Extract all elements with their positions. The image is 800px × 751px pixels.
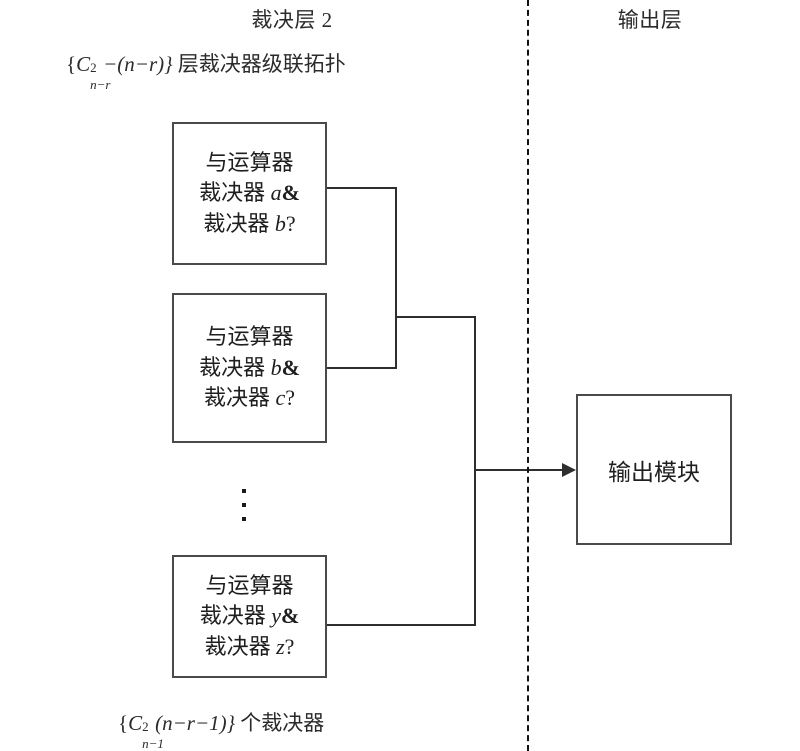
caption-formula: {C 2 n−1 (n−r−1)} 个裁决器 — [118, 707, 325, 751]
node-n-line-3-prefix: 裁决器 — [204, 633, 277, 659]
layer-divider — [527, 0, 529, 751]
caption-symbol: C — [128, 711, 143, 735]
node-n-line-2-suffix: & — [280, 603, 300, 629]
node-2-var-c: c — [275, 385, 286, 411]
node-2-line-2-suffix: & — [281, 354, 300, 380]
node-2-line-3-prefix: 裁决器 — [203, 385, 276, 411]
caption-suffix: 个裁决器 — [235, 711, 325, 735]
subtitle-symbol: C — [76, 52, 91, 76]
node-n-line-1: 与运算器 — [205, 572, 294, 598]
node-2-line-2: 裁决器 b& — [199, 353, 300, 383]
wire-bus-b-to-output — [474, 469, 564, 471]
bus-a-vertical — [395, 187, 397, 369]
subtitle-prefix: { — [66, 52, 77, 76]
subtitle-middle: −(n−r)} — [103, 52, 173, 76]
node-1-line-1: 与运算器 — [205, 149, 294, 175]
layer-title-output: 输出层 — [617, 8, 683, 32]
caption-prefix: { — [118, 711, 129, 735]
node-1-line-3-prefix: 裁决器 — [203, 210, 275, 236]
node-1-line-2: 裁决器 a& — [199, 178, 300, 208]
node-1-line-3-suffix: ? — [285, 210, 296, 236]
subtitle-subscript: n−r — [90, 76, 111, 92]
subtitle-formula: {C 2 n−r −(n−r)} 层裁决器级联拓扑 — [66, 48, 346, 92]
vertical-ellipsis-icon — [241, 489, 246, 521]
wire-noden-to-bus-b — [327, 624, 476, 626]
node-2-line-1: 与运算器 — [205, 324, 294, 350]
subtitle-suffix: 层裁决器级联拓扑 — [172, 52, 346, 76]
output-module-label: 输出模块 — [608, 459, 700, 485]
node-1-line-2-prefix: 裁决器 — [199, 180, 271, 206]
wire-bus-a-to-bus-b — [395, 316, 476, 318]
node-n-line-2: 裁决器 y& — [200, 601, 300, 631]
node-1-var-b: b — [274, 210, 286, 236]
node-1-line-2-suffix: & — [281, 180, 300, 206]
arbiter-node-2[interactable]: 与运算器 裁决器 b& 裁决器 c? — [172, 293, 327, 443]
wire-node1-to-bus-a — [327, 187, 397, 189]
node-n-line-2-prefix: 裁决器 — [199, 603, 272, 629]
arrow-head-icon — [562, 463, 576, 477]
node-1-line-3: 裁决器 b? — [203, 209, 295, 239]
node-2-line-3: 裁决器 c? — [204, 383, 295, 413]
bus-b-vertical — [474, 316, 476, 626]
node-1-var-a: a — [270, 180, 282, 206]
node-2-var-b: b — [270, 354, 282, 380]
node-n-line-3: 裁决器 z? — [205, 632, 295, 662]
arbiter-node-1[interactable]: 与运算器 裁决器 a& 裁决器 b? — [172, 122, 327, 265]
output-module-box[interactable]: 输出模块 — [576, 394, 732, 545]
node-2-line-3-suffix: ? — [285, 385, 296, 411]
caption-middle: (n−r−1)} — [155, 711, 236, 735]
node-2-line-2-prefix: 裁决器 — [199, 354, 271, 380]
node-n-var-y: y — [271, 603, 281, 629]
wire-node2-to-bus-a — [327, 367, 397, 369]
caption-superscript: 2 — [142, 718, 149, 734]
arbiter-node-n[interactable]: 与运算器 裁决器 y& 裁决器 z? — [172, 555, 327, 678]
layer-title-decision: 裁决层 2 — [251, 8, 333, 32]
subtitle-superscript: 2 — [90, 59, 97, 75]
node-n-var-z: z — [276, 633, 285, 659]
node-n-line-3-suffix: ? — [284, 633, 295, 659]
caption-subscript: n−1 — [142, 735, 164, 751]
